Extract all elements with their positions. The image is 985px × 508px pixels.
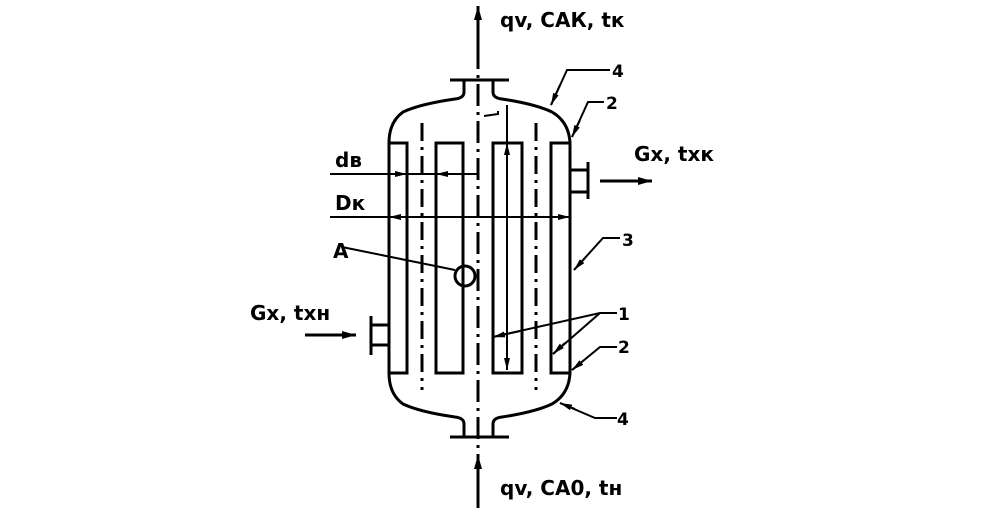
shell-and-tubes [387,141,572,375]
coolant-out-label: Gx, tхк [634,142,714,166]
callout-head-top: 4 [612,62,624,82]
outlet-flow-label: qv, CАК, tк [500,8,625,32]
coolant-in-label: Gx, tхн [250,301,330,325]
top-head [387,78,572,144]
tick-mark [483,111,499,117]
shell-diameter-label: Dк [335,191,366,215]
callout-tube-sheet-top: 2 [606,94,618,114]
callout-shell: 3 [622,231,634,251]
coolant-outlet-nozzle [570,162,652,199]
callout-tubes: 1 [618,305,630,325]
detail-label: A [333,239,349,263]
detail-leader [341,246,456,271]
detail-circle [453,264,477,288]
inner-diameter-label: dв [335,148,362,172]
inlet-flow-label: qv, CА0, tн [500,476,622,500]
callout-tube-sheet-bottom: 2 [618,338,630,358]
callout-head-bottom: 4 [617,410,629,430]
bottom-head [387,372,572,439]
callout-leaders [492,69,620,419]
coolant-inlet-nozzle [305,316,389,355]
